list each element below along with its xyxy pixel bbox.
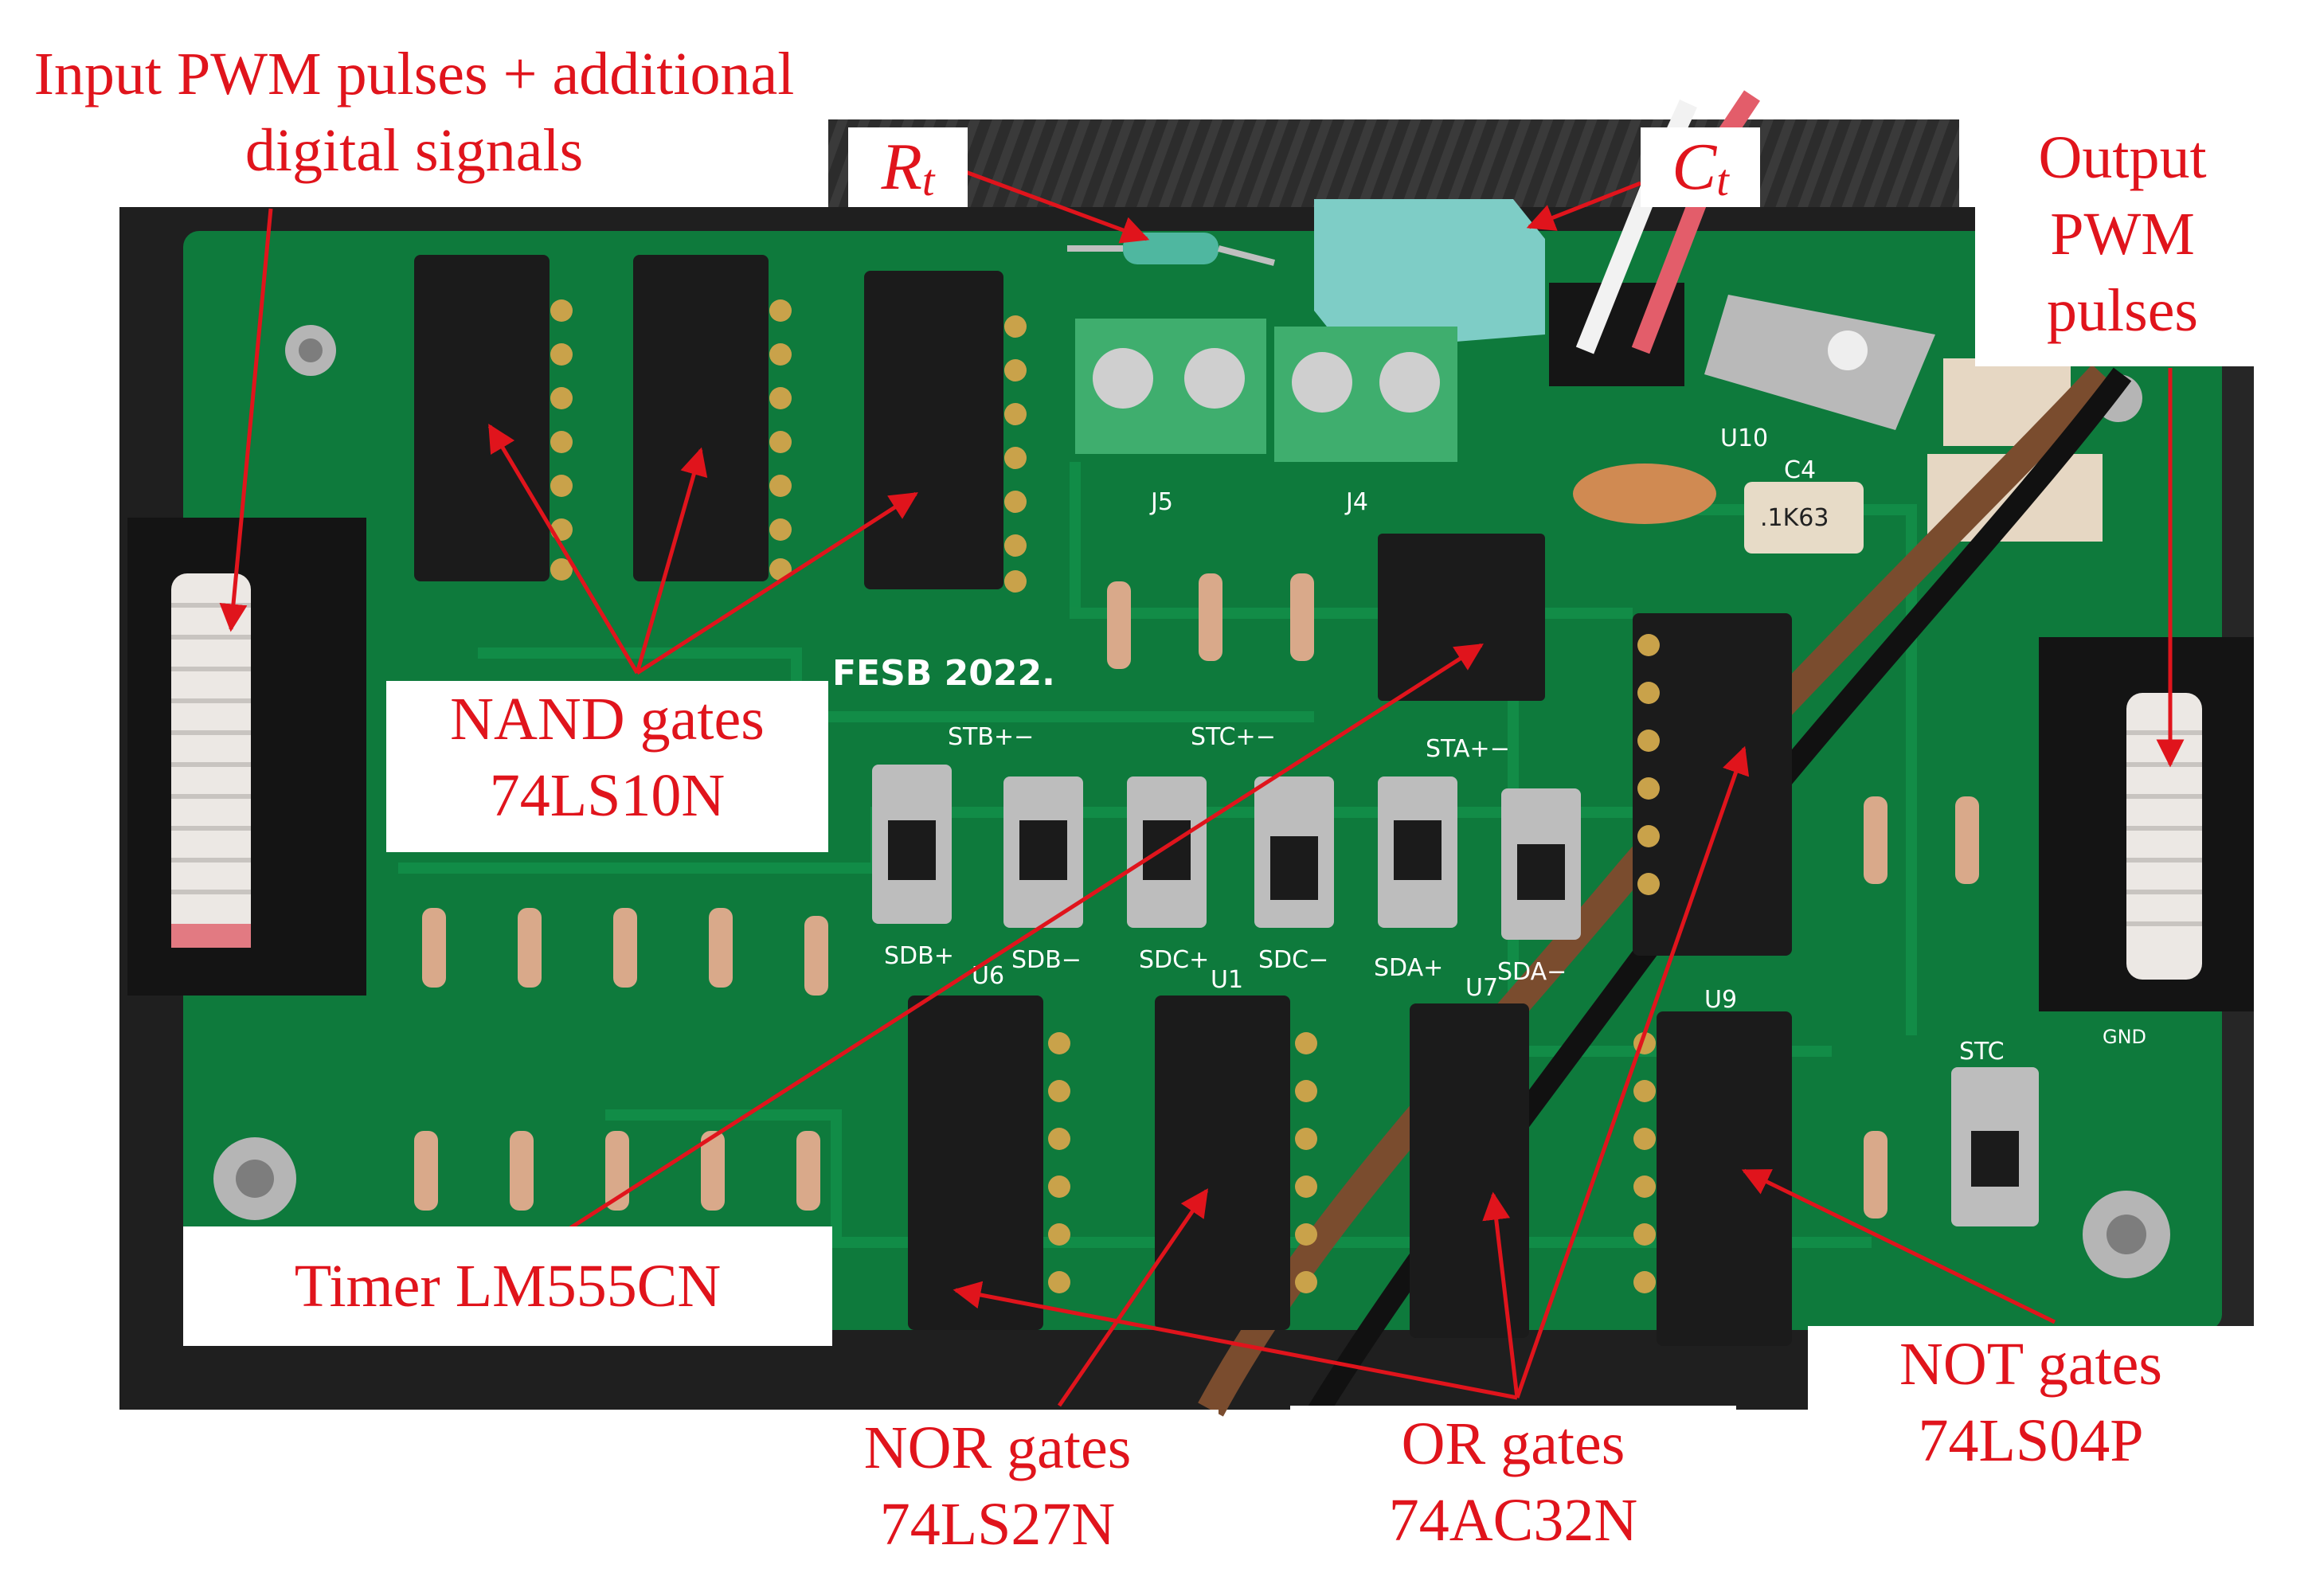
silk-sdc-plus: SDC+ [1139,946,1209,974]
label-timer-text: Timer LM555CN [294,1253,722,1320]
silk-u9: U9 [1704,986,1737,1014]
terminal-blocks [1075,319,1457,462]
silk-c4: C4 [1784,456,1816,484]
silk-j4: J4 [1344,488,1368,516]
silk-stc-side: STC [1959,1038,2005,1066]
resistors [414,573,1979,1219]
silk-sta: STA+− [1426,735,1510,763]
label-input-signals: Input PWM pulses + additional digital si… [32,36,796,203]
arrow-or-2 [1482,1191,1520,1398]
capacitor-c4 [1744,482,1864,554]
silk-u7: U7 [1465,974,1498,1002]
screw-icon [213,325,2170,1278]
arrow-timer [540,643,1484,1249]
arrow-input [219,208,273,632]
slide-switches [872,765,2039,1226]
silk-sda-plus: SDA+ [1374,954,1443,982]
board-title: FESB 2022. [832,653,1055,694]
label-not-line1: NOT gates [1899,1331,2162,1398]
arrow-nor-1 [1057,1188,1209,1407]
arrow-nand-1 [487,423,640,675]
ribbon-cable-right [2126,693,2202,980]
label-input-text: Input PWM pulses + additional digital si… [33,41,795,184]
silk-stc: STC+− [1191,723,1276,751]
arrow-rt [963,169,1150,244]
label-nand: NAND gates 74LS10N [386,681,828,852]
label-nand-line2: 74LS10N [489,762,726,829]
silk-sdc-minus: SDC− [1258,946,1328,974]
silk-sdb-plus: SDB+ [884,942,954,970]
silk-sdb-minus: SDB− [1011,946,1082,974]
arrow-not [1741,1168,2056,1324]
label-ct-main: C [1672,130,1717,204]
silk-gnd-1: GND [2103,1026,2146,1048]
silk-u1: U1 [1211,966,1243,994]
label-or-line1: OR gates [1401,1410,1625,1477]
label-output-pulses: Output PWM pulses [1975,119,2270,366]
arrow-or-1 [953,1281,1518,1400]
capacitor-ct [1314,199,1545,350]
nand-chips [414,255,1027,593]
arrow-ct [1526,181,1641,231]
timer-chip [1378,534,1545,701]
label-nor-line2: 74LS27N [879,1491,1116,1558]
label-or-line2: 74AC32N [1388,1487,1638,1554]
label-ct-sub: t [1716,156,1729,205]
label-not: NOT gates 74LS04P [1808,1326,2254,1501]
label-ct: Ct [1641,127,1760,207]
bottom-chips [908,613,1792,1346]
silk-j5: J5 [1149,488,1173,516]
silk-stb: STB+− [948,723,1034,751]
label-rt-main: R [881,130,922,204]
arrow-or-3 [1515,745,1750,1398]
label-or: OR gates 74AC32N [1290,1406,1736,1585]
label-nand-line1: NAND gates [450,686,765,753]
capacitor-c1 [1573,464,1716,524]
label-rt: Rt [848,127,968,207]
silk-c4-marking: .1K63 [1760,504,1829,532]
label-nor-line1: NOR gates [863,1414,1132,1481]
arrow-nand-2 [635,447,708,674]
label-timer: Timer LM555CN [183,1226,832,1346]
silk-u10: U10 [1720,424,1768,452]
silk-sda-minus: SDA− [1497,958,1567,986]
arrow-nand-3 [636,491,918,675]
label-nor: NOR gates 74LS27N [777,1410,1219,1589]
label-not-line2: 74LS04P [1918,1407,2144,1474]
label-rt-sub: t [921,156,935,205]
label-output-text: Output PWM pulses [2038,124,2207,344]
